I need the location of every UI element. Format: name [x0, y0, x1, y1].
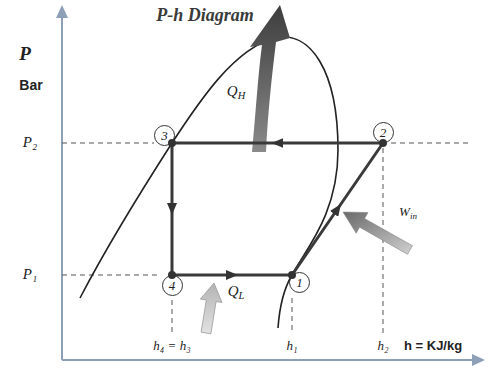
state-number: 1	[296, 276, 303, 289]
symbol-subscript: in	[410, 211, 417, 221]
pressure-level: P₁	[23, 266, 37, 283]
symbol-base: Q	[228, 283, 239, 299]
process-line	[292, 143, 383, 275]
enthalpy-value: h₄ = h₃	[153, 339, 190, 354]
axis-label: h = KJ/kg	[404, 339, 462, 354]
heat-label: QH	[227, 83, 245, 102]
heat-label: QL	[228, 283, 245, 302]
state-number-circle: 4	[162, 275, 183, 296]
guide-line	[172, 300, 173, 333]
enthalpy-value: h₁	[286, 339, 297, 354]
guide-line	[62, 143, 154, 144]
state-number-circle: 3	[154, 125, 175, 146]
process-line	[170, 143, 173, 275]
process-line	[172, 141, 383, 144]
chart-title: P-h Diagram	[156, 5, 254, 26]
enthalpy-axis	[62, 359, 474, 361]
work-label: Win	[399, 205, 417, 221]
axis-arrowhead	[472, 354, 485, 366]
symbol-subscript: L	[239, 290, 245, 301]
enthalpy-value: h₂	[377, 339, 388, 354]
state-number: 3	[161, 129, 168, 142]
axis-label: P	[19, 43, 31, 65]
state-number: 2	[380, 126, 387, 139]
state-number: 4	[169, 279, 176, 292]
state-number-circle: 1	[289, 272, 310, 293]
guide-line	[391, 143, 470, 144]
symbol-base: W	[399, 204, 410, 219]
heat-in-arrow	[200, 283, 222, 334]
guide-line	[62, 275, 160, 276]
pressure-level: P₂	[23, 134, 37, 151]
axis-arrowhead	[56, 5, 68, 18]
axis-unit: Bar	[19, 77, 42, 93]
state-number-circle: 2	[373, 122, 394, 143]
guide-line	[292, 298, 293, 333]
heat-out-arrow	[250, 5, 290, 152]
pressure-axis	[61, 16, 63, 360]
state-point	[379, 139, 387, 147]
state-point	[168, 139, 176, 147]
symbol-subscript: H	[238, 90, 246, 101]
process-line	[172, 273, 292, 276]
symbol-base: Q	[227, 83, 238, 99]
saturation-dome	[80, 37, 338, 328]
